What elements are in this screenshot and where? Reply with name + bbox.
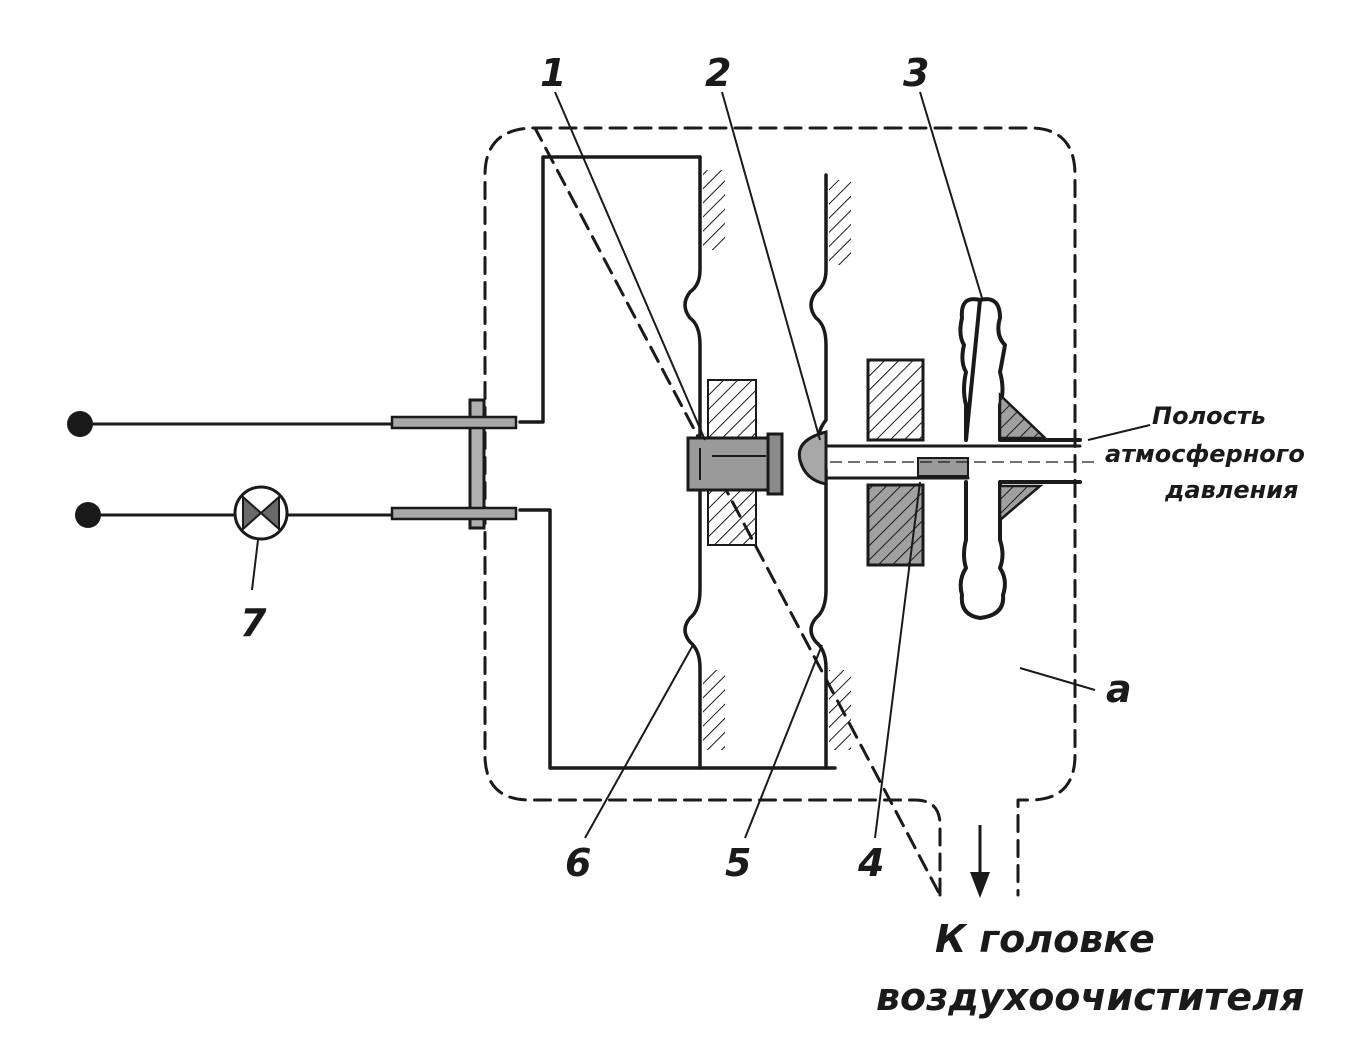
contact-support-lower <box>707 489 757 546</box>
callout-5: 5 <box>725 841 751 885</box>
callout-a: a <box>1106 667 1132 711</box>
atmospheric-cavity-label-line3: давления <box>1164 476 1298 504</box>
contact-2 <box>797 430 828 486</box>
destination-label-line1: К головке <box>935 917 1155 961</box>
terminal-block <box>390 398 518 530</box>
housing-dashed-outline <box>483 126 1077 897</box>
callout-3: 3 <box>903 51 929 95</box>
rod-guide-upper <box>866 358 925 442</box>
bellows-3 <box>958 297 1082 620</box>
terminal-lower <box>75 502 101 528</box>
bellows-mount-upper <box>998 392 1049 440</box>
destination-label-line2: воздухоочистителя <box>876 975 1304 1019</box>
diaphragm-5-hatch-top <box>829 180 851 265</box>
rod-guide-lower <box>866 483 925 567</box>
diaphragm-6-hatch-bottom <box>703 670 725 750</box>
leader-lines <box>251 91 1151 839</box>
diaphragm-6-hatch-top <box>703 170 725 250</box>
atmospheric-cavity-label-line1: Полость <box>1152 402 1266 430</box>
contact-1 <box>686 432 784 496</box>
diaphragm-5-hatch-bottom <box>829 670 851 750</box>
outlet-arrow <box>970 825 990 898</box>
terminal-upper <box>67 411 93 437</box>
callout-4: 4 <box>857 841 884 885</box>
callout-1: 1 <box>540 51 566 95</box>
callout-2: 2 <box>705 51 731 95</box>
warning-lamp-7 <box>233 485 289 541</box>
callout-7: 7 <box>240 601 267 645</box>
bellows-mount-lower <box>998 484 1044 523</box>
contact-support-upper <box>707 379 757 441</box>
chamber-outline <box>518 155 837 770</box>
callout-6: 6 <box>565 841 591 885</box>
stem-4 <box>824 444 1100 480</box>
atmospheric-cavity-label-line2: атмосферного <box>1105 440 1305 468</box>
